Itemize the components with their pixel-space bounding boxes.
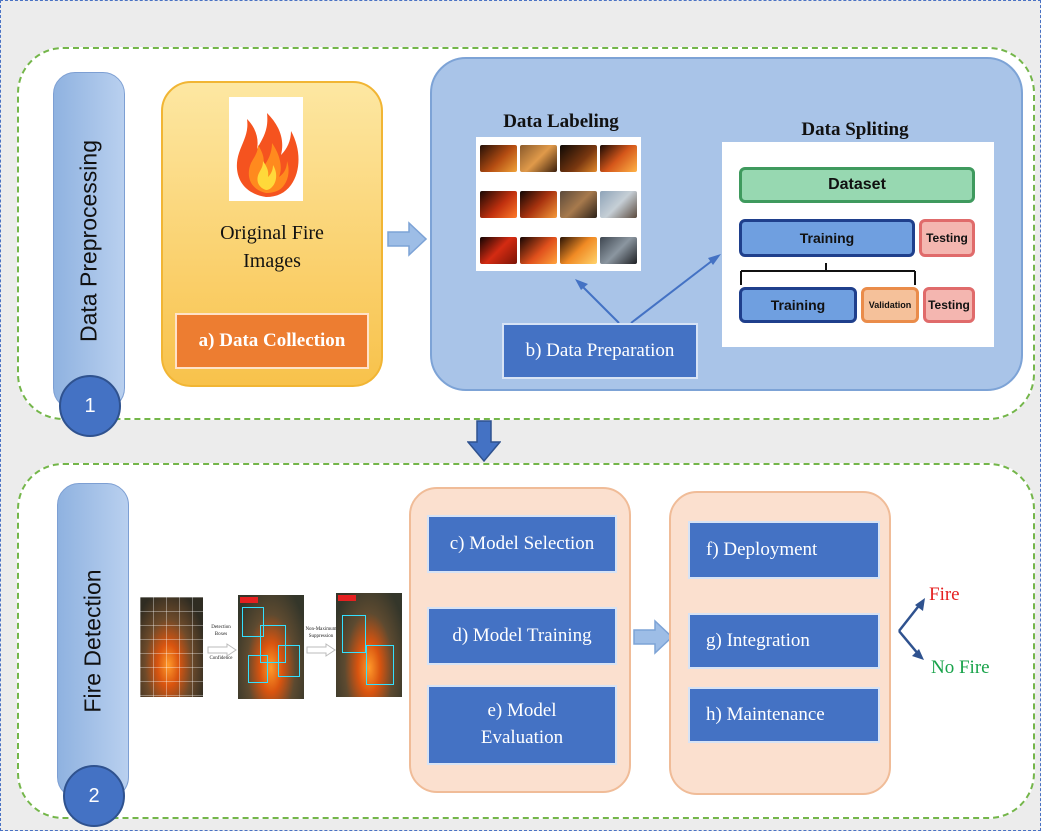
model-evaluation-step: e) Model Evaluation — [427, 685, 617, 765]
preparation-connector-arrows — [575, 254, 721, 324]
data-spliting-title: Data Spliting — [801, 119, 909, 140]
detection-stage1-label: Detection Boxes Confidence — [209, 625, 233, 661]
tab-data-preprocessing: Data Preprocessing — [53, 72, 125, 410]
labeled-images-grid — [476, 137, 641, 271]
labeled-image — [560, 145, 597, 172]
arrow-down-icon — [467, 420, 501, 462]
section-number-1: 1 — [59, 375, 121, 437]
split-bracket — [740, 263, 916, 285]
model-training-step: d) Model Training — [427, 607, 617, 665]
split-testing: Testing — [919, 219, 975, 257]
output-no-fire-label: No Fire — [931, 657, 990, 678]
labeled-image — [560, 237, 597, 264]
output-fork-arrows — [898, 598, 925, 660]
labeled-image — [520, 191, 557, 218]
detection-stage2-label: Non-Maximum Suppression — [305, 627, 337, 639]
labeled-image — [480, 191, 517, 218]
tab-fire-detection: Fire Detection — [57, 483, 129, 799]
labeled-image — [600, 191, 637, 218]
data-preparation-step: b) Data Preparation — [502, 323, 698, 379]
model-selection-step: c) Model Selection — [427, 515, 617, 573]
split-training: Training — [739, 219, 915, 257]
section-title-fire-detection: Fire Detection — [79, 569, 106, 713]
labeled-image — [520, 145, 557, 172]
labeled-image — [560, 191, 597, 218]
detection-nms-image — [336, 593, 402, 697]
split-training-sub: Training — [739, 287, 857, 323]
output-fire-label: Fire — [929, 584, 960, 605]
detection-boxes-image — [238, 595, 304, 699]
section-title-data-preprocessing: Data Preprocessing — [75, 140, 102, 342]
labeled-image — [480, 237, 517, 264]
arrow-right-icon — [387, 221, 427, 257]
split-dataset: Dataset — [739, 167, 975, 203]
arrow-right-icon — [633, 619, 673, 655]
labeled-image — [600, 145, 637, 172]
split-testing-sub: Testing — [923, 287, 975, 323]
section-number-2: 2 — [63, 765, 125, 827]
split-validation: Validation — [861, 287, 919, 323]
detection-stage2-arrow — [306, 643, 336, 657]
deployment-step: f) Deployment — [688, 521, 880, 579]
labeled-image — [520, 237, 557, 264]
original-fire-images-caption: Original Fire Images — [220, 222, 324, 272]
labeled-image — [480, 145, 517, 172]
data-labeling-title: Data Labeling — [503, 111, 619, 132]
detection-stage1-arrow — [207, 643, 237, 657]
detection-input-image — [140, 597, 203, 697]
data-collection-step: a) Data Collection — [175, 313, 369, 369]
labeled-image — [600, 237, 637, 264]
maintenance-step: h) Maintenance — [688, 687, 880, 743]
integration-step: g) Integration — [688, 613, 880, 669]
fire-icon — [229, 97, 303, 201]
